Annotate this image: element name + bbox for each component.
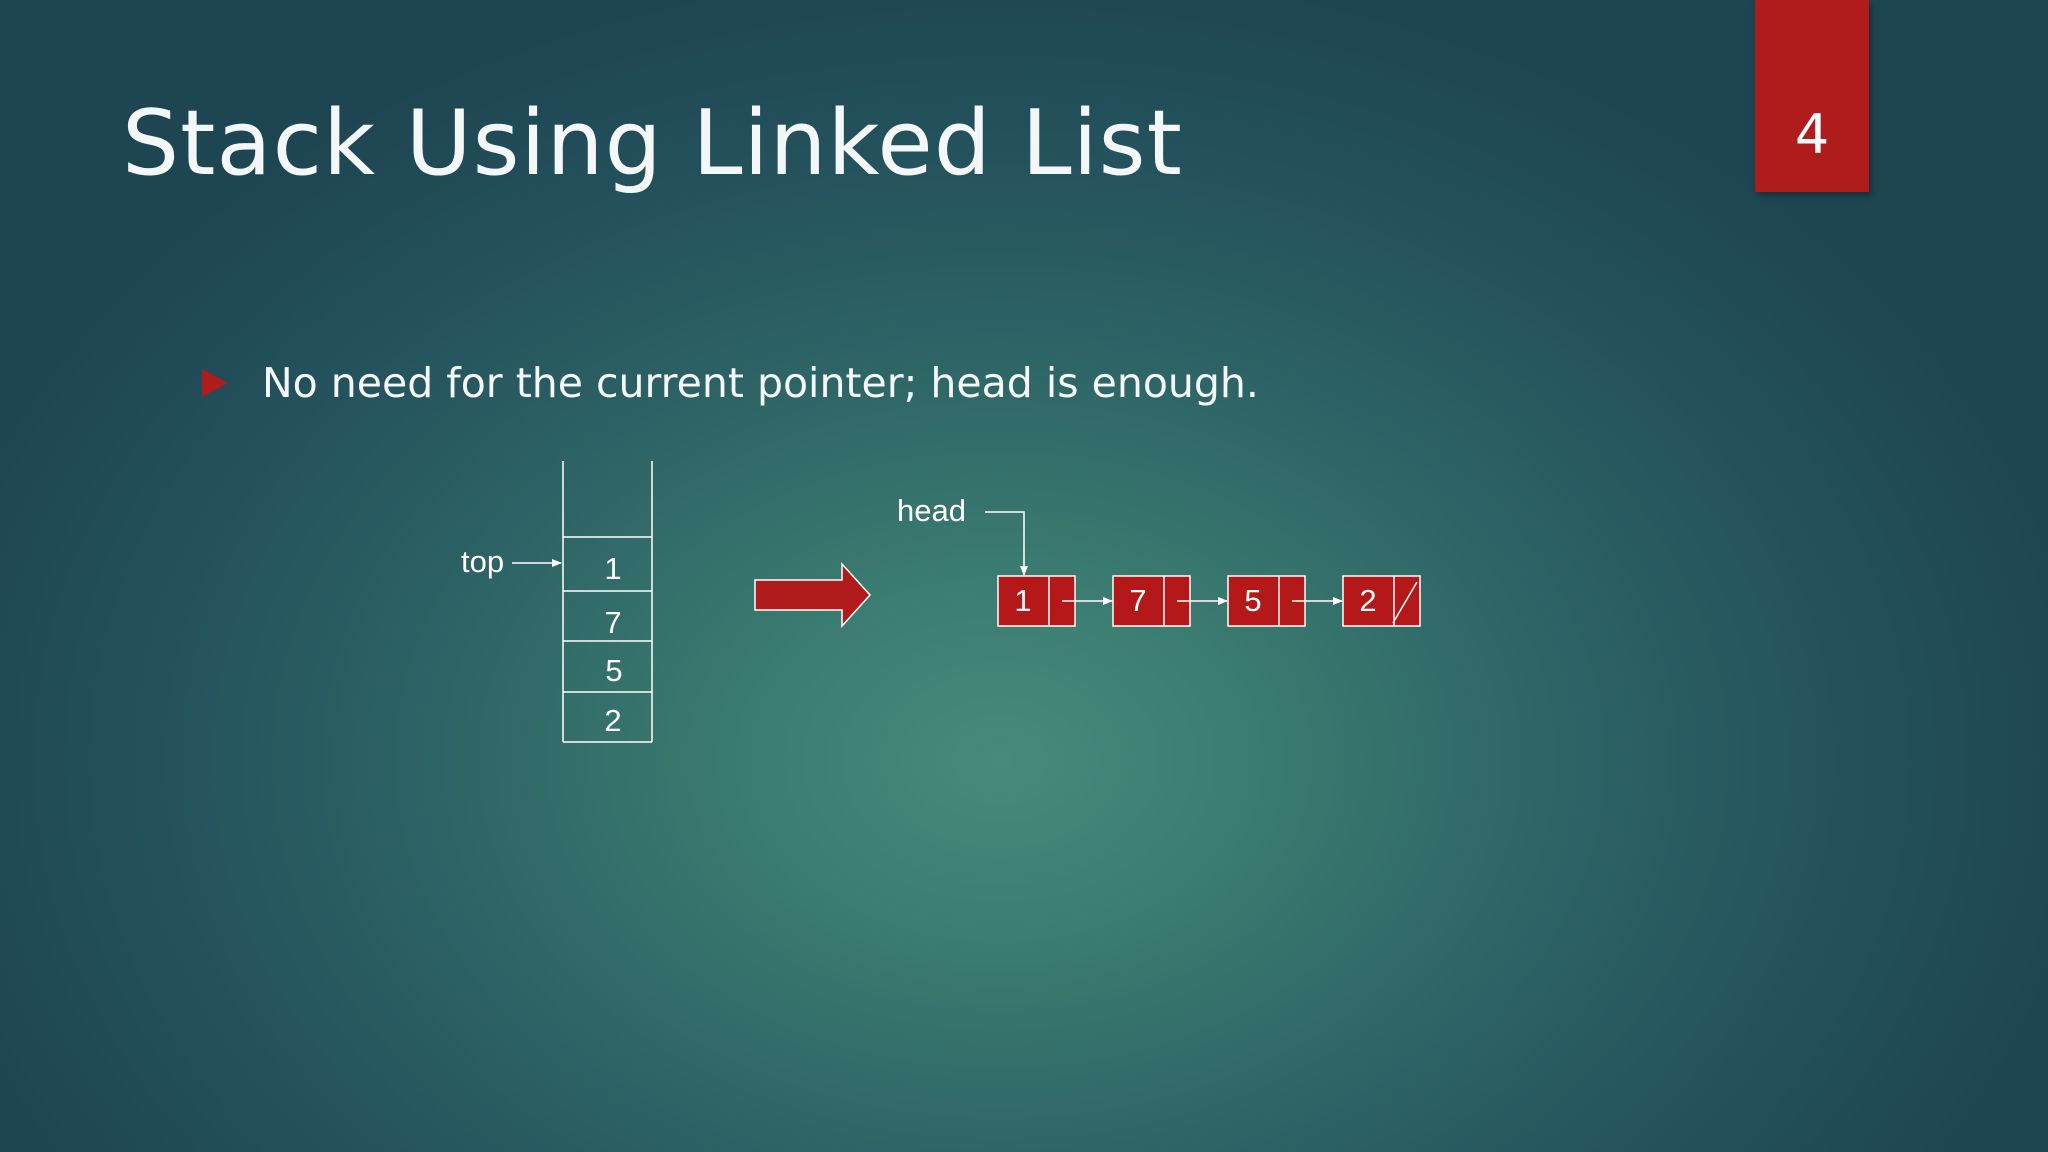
node-box [1342, 575, 1421, 627]
stack-diagram: 1 7 5 2 top [461, 461, 653, 743]
node-value: 7 [1129, 583, 1146, 618]
list-node: 2 [1342, 575, 1421, 627]
head-pointer-label: head [897, 493, 966, 528]
page-number-badge: 4 [1755, 0, 1869, 192]
triangle-bullet-icon [202, 369, 228, 397]
top-pointer-label: top [461, 544, 504, 579]
head-pointer-arrow [985, 511, 1028, 576]
node-value: 2 [1359, 583, 1376, 618]
linked-list-diagram: head 1 7 5 2 [897, 493, 1421, 627]
bullet-item: No need for the current pointer; head is… [202, 358, 1259, 408]
stack-item: 7 [604, 605, 621, 640]
stack-item: 5 [605, 653, 622, 688]
page-number: 4 [1794, 103, 1830, 166]
node-value: 1 [1014, 583, 1031, 618]
transform-arrow [754, 562, 872, 628]
slide-title: Stack Using Linked List [122, 91, 1183, 196]
null-pointer-slash [1392, 581, 1418, 624]
list-node: 5 [1227, 575, 1306, 627]
stack-item: 2 [604, 703, 621, 738]
bullet-text: No need for the current pointer; head is… [262, 359, 1259, 407]
stack-item: 1 [604, 551, 621, 586]
node-value: 5 [1244, 583, 1261, 618]
